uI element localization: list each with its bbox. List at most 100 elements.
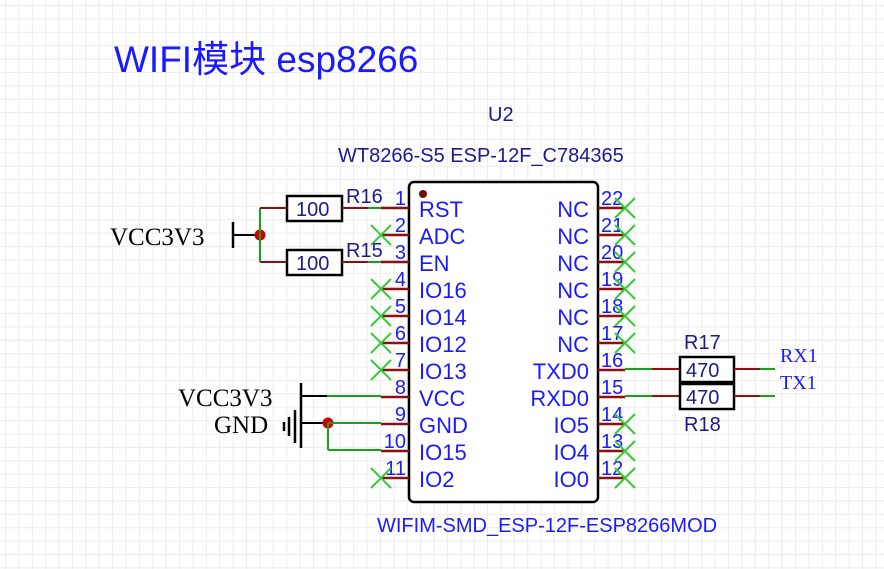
pin-name: IO16 — [419, 278, 467, 303]
pin-number: 1 — [395, 188, 406, 210]
pin-name: IO5 — [554, 413, 589, 438]
pin-number: 9 — [395, 404, 406, 426]
no-connect-icon — [370, 359, 392, 381]
net-label-rx1[interactable]: RX1 — [780, 345, 818, 367]
component-footprint: WIFIM-SMD_ESP-12F-ESP8266MOD — [377, 515, 717, 537]
no-connect-icon — [614, 305, 636, 327]
component-value: WT8266-S5 ESP-12F_C784365 — [338, 145, 624, 167]
net-label-tx1[interactable]: TX1 — [780, 372, 817, 394]
pin-name: IO12 — [419, 332, 467, 357]
pin-number: 10 — [384, 431, 406, 453]
resistor-body — [285, 248, 344, 277]
pin-17[interactable]: 17 NC — [557, 323, 636, 357]
pin-number: 19 — [601, 269, 623, 291]
pin-6[interactable]: 6 IO12 — [370, 323, 467, 357]
pin-number: 5 — [395, 296, 406, 318]
pin-10[interactable]: 10 IO15 — [381, 431, 467, 465]
resistor-r16[interactable]: 100 R16 — [285, 186, 383, 223]
pin-9[interactable]: 9 GND — [381, 404, 468, 438]
no-connect-icon — [614, 440, 636, 462]
no-connect-icon — [614, 413, 636, 435]
resistor-r15[interactable]: 100 R15 — [285, 240, 383, 277]
resistor-value: 100 — [296, 253, 329, 275]
pin-7[interactable]: 7 IO13 — [370, 350, 467, 384]
pin-number: 21 — [601, 215, 623, 237]
no-connect-icon — [370, 278, 392, 300]
pin-name: RXD0 — [530, 386, 589, 411]
pin-name: RST — [419, 197, 463, 222]
pin-2[interactable]: 2 ADC — [370, 215, 466, 249]
resistor-value: 100 — [296, 199, 329, 221]
pin-name: ADC — [419, 224, 466, 249]
pin-15[interactable]: 15 RXD0 — [530, 377, 625, 411]
component-designator: U2 — [488, 104, 514, 126]
pin-number: 18 — [601, 296, 623, 318]
pin-name: EN — [419, 251, 450, 276]
pin-number: 6 — [395, 323, 406, 345]
pin-name: NC — [557, 278, 589, 303]
pin-number: 20 — [601, 242, 623, 264]
pin-name: NC — [557, 251, 589, 276]
pin-3[interactable]: 3 EN — [381, 242, 450, 276]
no-connect-icon — [614, 197, 636, 219]
pin-name: GND — [419, 413, 468, 438]
resistor-value: 470 — [686, 360, 719, 382]
pin-16[interactable]: 16 TXD0 — [533, 350, 625, 384]
resistor-designator: R15 — [346, 240, 383, 262]
pin-12[interactable]: 12 IO0 — [554, 458, 636, 492]
no-connect-icon — [614, 224, 636, 246]
pin-name: NC — [557, 332, 589, 357]
pin-number: 15 — [601, 377, 623, 399]
sheet-title: WIFI模块 esp8266 — [114, 39, 418, 80]
pin-20[interactable]: 20 NC — [557, 242, 636, 276]
resistor-designator: R16 — [346, 186, 383, 208]
no-connect-icon — [370, 224, 392, 246]
pin-1[interactable]: 1 RST — [381, 188, 463, 222]
resistor-r17[interactable]: R17 470 — [678, 332, 736, 384]
pin-number: 12 — [601, 458, 623, 480]
pin-name: IO2 — [419, 467, 454, 492]
pin-number: 7 — [395, 350, 406, 372]
no-connect-icon — [614, 467, 636, 489]
pin-19[interactable]: 19 NC — [557, 269, 636, 303]
resistor-value: 470 — [686, 387, 719, 409]
resistor-body — [678, 355, 736, 384]
pin-18[interactable]: 18 NC — [557, 296, 636, 330]
vcc3v3-label-top: VCC3V3 — [110, 224, 204, 251]
pin-number: 2 — [395, 215, 406, 237]
resistor-r18[interactable]: 470 R18 — [678, 382, 736, 436]
pin-number: 3 — [395, 242, 406, 264]
pin-number: 4 — [395, 269, 406, 291]
vcc3v3-power-port-top[interactable]: VCC3V3 — [110, 222, 260, 251]
resistor-body — [678, 382, 736, 411]
pin-name: IO14 — [419, 305, 467, 330]
pin-name: TXD0 — [533, 359, 589, 384]
pin-4[interactable]: 4 IO16 — [370, 269, 467, 303]
gnd-power-port[interactable]: GND — [214, 410, 327, 443]
pin-name: IO15 — [419, 440, 467, 465]
pin-number: 13 — [601, 431, 623, 453]
pin-5[interactable]: 5 IO14 — [370, 296, 467, 330]
pin-number: 17 — [601, 323, 623, 345]
vcc3v3-power-port-bottom[interactable]: VCC3V3 — [178, 383, 327, 448]
no-connect-icon — [370, 305, 392, 327]
vcc3v3-label-bottom: VCC3V3 — [178, 385, 272, 412]
pin-11[interactable]: 11 IO2 — [370, 458, 454, 492]
right-pin-group: 22NC21NC20NC19NC18NC17NC16TXD015RXD014IO… — [530, 188, 636, 492]
resistor-designator: R17 — [684, 332, 721, 354]
pin-name: NC — [557, 305, 589, 330]
pin-name: VCC — [419, 386, 466, 411]
no-connect-icon — [614, 278, 636, 300]
pin-number: 16 — [601, 350, 623, 372]
resistor-designator: R18 — [684, 414, 721, 436]
pin-name: IO13 — [419, 359, 467, 384]
pin-name: IO0 — [554, 467, 589, 492]
pin-number: 11 — [385, 458, 406, 480]
